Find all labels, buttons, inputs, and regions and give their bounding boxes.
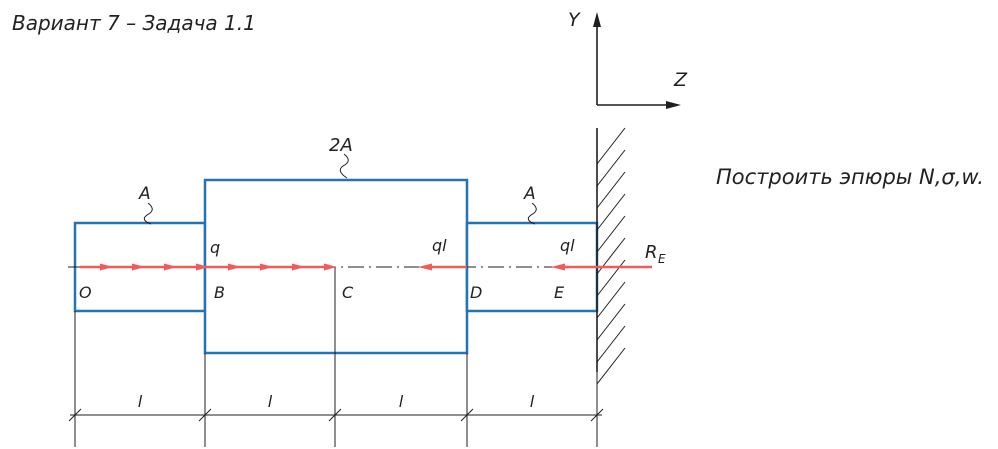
coordinate-axes: [593, 12, 681, 109]
leader-squiggle-left: [143, 202, 153, 225]
node-label-d: D: [470, 283, 482, 302]
node-label-c: C: [342, 283, 354, 302]
reaction-label-r: R: [645, 242, 658, 263]
z-axis-label: Z: [673, 69, 688, 91]
dim-tick: [328, 408, 342, 422]
leader-squiggle-middle: [339, 153, 349, 179]
force-arrow-icon: [418, 263, 432, 271]
load-arrow-icon: [260, 263, 273, 271]
wall-support: [596, 127, 626, 385]
dimension-extension-lines: [74, 267, 598, 447]
reaction-force-re: [551, 263, 652, 271]
load-arrow-icon: [196, 263, 209, 271]
reaction-arrow-icon: [551, 263, 565, 271]
node-label-e: E: [554, 283, 565, 302]
wall-hatching: [596, 127, 626, 385]
node-label-o: O: [79, 283, 92, 302]
reaction-label-sub-e: E: [658, 252, 666, 266]
dim-label-1: l: [138, 392, 143, 411]
dim-tick: [68, 408, 82, 422]
dim-label-4: l: [530, 392, 535, 411]
z-axis-arrow-icon: [666, 101, 681, 109]
force-label-ql-e: ql: [560, 236, 575, 255]
load-arrow-icon: [132, 263, 145, 271]
node-label-b: B: [214, 283, 225, 302]
load-arrow-icon: [324, 263, 337, 271]
section-label-right: A: [523, 184, 536, 204]
dim-label-3: l: [399, 392, 404, 411]
load-arrow-icon: [100, 263, 113, 271]
load-arrow-icon: [228, 263, 241, 271]
dimension-line: [68, 408, 604, 422]
leader-squiggle-right: [527, 202, 537, 225]
y-axis-label: Y: [568, 9, 581, 31]
load-arrow-icon: [164, 263, 177, 271]
y-axis-arrow-icon: [593, 12, 601, 27]
section-label-middle: 2A: [329, 135, 353, 156]
section-label-left: A: [138, 184, 151, 204]
title: Вариант 7 – Задача 1.1: [12, 11, 256, 35]
dim-tick: [460, 408, 474, 422]
leader-squiggles: [143, 153, 537, 225]
force-ql-at-d: [418, 263, 467, 271]
task-text: Построить эпюры N,σ,w.: [716, 165, 984, 189]
dim-tick: [198, 408, 212, 422]
dim-label-2: l: [268, 392, 273, 411]
dim-tick: [590, 408, 604, 422]
distributed-load-arrows: [80, 263, 337, 271]
force-label-ql-d: ql: [432, 236, 447, 255]
load-label-q: q: [210, 238, 220, 257]
load-arrow-icon: [292, 263, 305, 271]
